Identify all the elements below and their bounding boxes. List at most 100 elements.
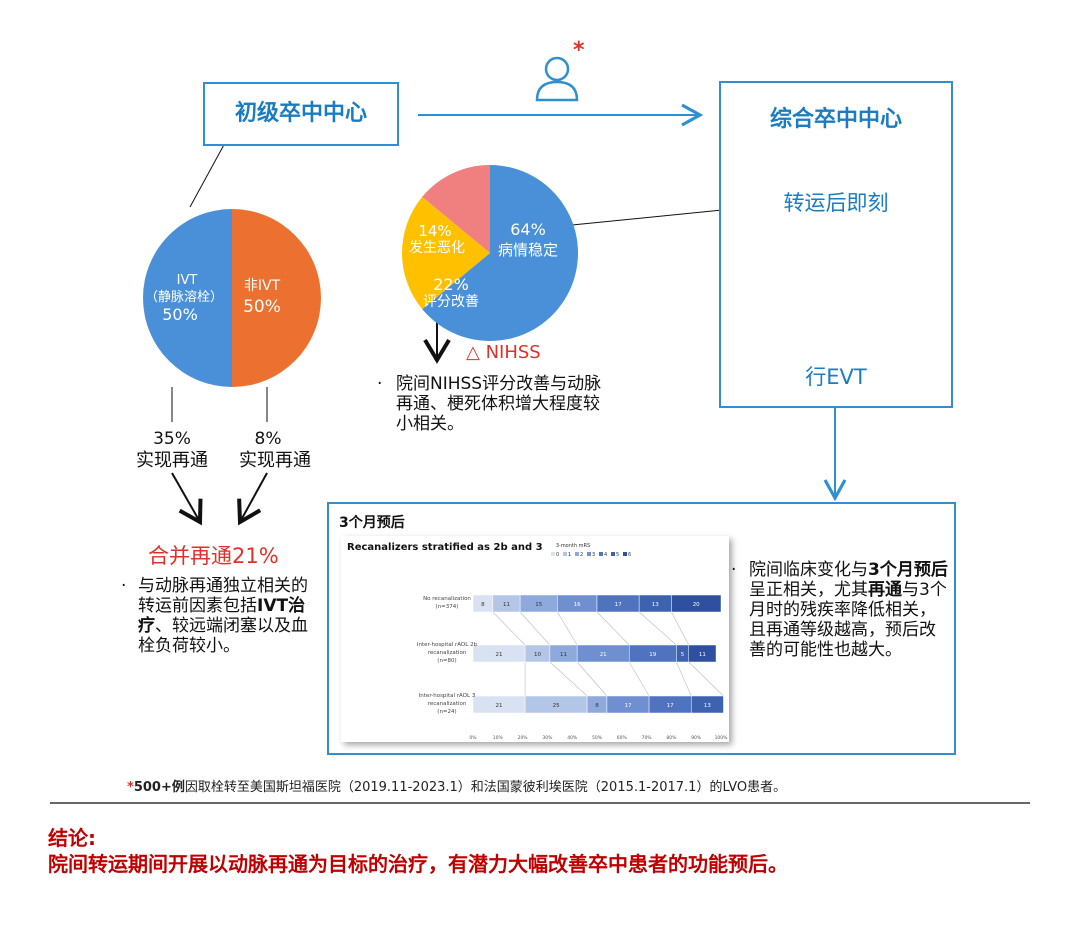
- bar-connector: [688, 661, 724, 697]
- conclusion-text: 院间转运期间开展以动脉再通为目标的治疗，有潜力大幅改善卒中患者的功能预后。: [48, 852, 788, 876]
- x-tick-label: 20%: [518, 735, 529, 741]
- non-ivt-pct: 50%: [243, 297, 281, 317]
- bar-connector: [549, 661, 588, 697]
- legend-label: 1: [568, 552, 571, 558]
- bar-value-label: 8: [481, 602, 485, 608]
- bar-connector: [676, 661, 692, 697]
- bar-segment: [690, 695, 724, 714]
- prognosis-title: 3个月预后: [339, 515, 405, 531]
- worse-pct: 14%: [418, 222, 451, 240]
- right-bullet-bold2: 再通: [868, 580, 902, 600]
- legend-label: 4: [604, 552, 607, 558]
- bar-value-label: 15: [535, 602, 542, 608]
- legend-label: 3: [592, 552, 595, 558]
- footnote-text: 因取栓转至美国斯坦福医院（2019.11-2023.1）和法国蒙彼利埃医院（20…: [184, 780, 787, 795]
- legend-label: 0: [556, 552, 559, 558]
- legend-swatch: [587, 552, 591, 556]
- bar-value-label: 21: [496, 652, 503, 658]
- bar-connector: [557, 611, 578, 646]
- x-tick-label: 70%: [642, 735, 653, 741]
- person-icon: [535, 56, 579, 102]
- footnote-star-marker: *: [573, 38, 585, 63]
- left-bullet-part1: 与动脉再通独立相关的转运前因素包括: [138, 576, 308, 616]
- improve-slice: [401, 196, 490, 310]
- bar-connector: [638, 611, 677, 646]
- bar-value-label: 8: [595, 703, 599, 709]
- legend-label: 2: [580, 552, 583, 558]
- x-tick-label: 40%: [567, 735, 578, 741]
- recan-right-label: 实现再通: [239, 450, 311, 471]
- right-bullet-p2: 呈正相关，尤其: [749, 580, 868, 600]
- comprehensive-center-title: 综合卒中中心: [769, 107, 902, 132]
- bar-connector: [519, 611, 551, 646]
- non-ivt-slice: [232, 209, 321, 387]
- legend-swatch: [551, 552, 555, 556]
- left-bullet-bold: IVT治疗: [138, 596, 306, 636]
- chart-panel: Recanalizers stratified as 2b and 3 3-mon…: [341, 536, 729, 742]
- bar-value-label: 17: [625, 703, 632, 709]
- stable-label: 病情稳定: [498, 241, 558, 259]
- prognosis-box: 3个月预后 Recanalizers stratified as 2b and …: [327, 502, 956, 755]
- right-bullet-p1: 院间临床变化与: [749, 560, 868, 580]
- stacked-bar-chart: Recanalizers stratified as 2b and 3 3-mon…: [347, 542, 729, 741]
- category-label: recanalization: [428, 701, 467, 707]
- primary-center-title: 初级卒中中心: [234, 101, 367, 126]
- recan-left-label: 实现再通: [136, 450, 208, 471]
- bar-value-label: 13: [652, 602, 659, 608]
- bar-value-label: 11: [699, 652, 706, 658]
- bar-value-label: 17: [615, 602, 622, 608]
- ivt-label: IVT: [177, 273, 198, 288]
- legend-label: 5: [616, 552, 619, 558]
- bar-connector: [492, 611, 526, 646]
- x-tick-label: 100%: [715, 735, 729, 741]
- legend-swatch: [575, 552, 579, 556]
- bar-value-label: 21: [496, 703, 503, 709]
- bar-value-label: 13: [704, 703, 711, 709]
- bar-segment: [671, 594, 722, 613]
- bar-value-label: 10: [534, 652, 541, 658]
- bar-value-label: 11: [503, 602, 510, 608]
- legend-swatch: [611, 552, 615, 556]
- ivt-pie-chart: IVT （静脉溶栓） 50% 非IVT 50%: [143, 209, 321, 387]
- legend-label: 6: [628, 552, 631, 558]
- footnote: *500+例因取栓转至美国斯坦福医院（2019.11-2023.1）和法国蒙彼利…: [127, 776, 786, 795]
- transfer-moment-label: 转运后即刻: [783, 191, 889, 215]
- bar-value-label: 5: [681, 652, 685, 658]
- bar-connector: [596, 611, 630, 646]
- recan-left-pct: 35%: [153, 429, 191, 449]
- ivt-sub-label: （静脉溶栓）: [145, 290, 223, 305]
- bar-connector: [628, 661, 650, 697]
- category-label: (n=24): [437, 709, 456, 715]
- category-label: (n=80): [437, 658, 456, 664]
- comprehensive-center-box: 综合卒中中心 转运后即刻 行EVT: [719, 81, 953, 408]
- right-merge-arrow: [237, 472, 268, 526]
- right-bullet-text: 院间临床变化与3个月预后呈正相关，尤其再通与3个月时的残疾率降低相关，且再通等级…: [749, 560, 949, 660]
- bar-value-label: 17: [667, 703, 674, 709]
- bar-value-label: 16: [574, 602, 581, 608]
- category-label: (n=374): [436, 604, 459, 610]
- recan-right-pct: 8%: [254, 429, 282, 449]
- x-tick-label: 0%: [469, 735, 477, 741]
- non-ivt-label: 非IVT: [244, 278, 281, 294]
- conclusion-label: 结论:: [48, 826, 96, 850]
- stable-pct: 64%: [510, 220, 546, 239]
- left-merge-arrow: [171, 472, 203, 526]
- left-bullet-text: 与动脉再通独立相关的转运前因素包括IVT治疗、较远端闭塞以及血栓负荷较小。: [138, 576, 313, 656]
- legend-swatch: [599, 552, 603, 556]
- mid-bullet-text: 院间NIHSS评分改善与动脉再通、梗死体积增大程度较小相关。: [396, 374, 602, 434]
- bar-value-label: 19: [649, 652, 656, 658]
- ivt-slice: [143, 209, 232, 387]
- left-bullet-dot: ·: [121, 576, 127, 596]
- category-label: recanalization: [428, 650, 467, 656]
- legend-swatch: [623, 552, 627, 556]
- improve-label: 评分改善: [423, 294, 479, 310]
- footnote-bold: 500+例: [133, 780, 185, 795]
- x-tick-label: 90%: [691, 735, 702, 741]
- evt-label: 行EVT: [805, 365, 867, 389]
- legend-title: 3-month mRS: [556, 543, 590, 549]
- category-label: Inter-hospital rAOL 3: [419, 693, 476, 699]
- right-bullet-dot: ·: [731, 560, 737, 580]
- chart-title: Recanalizers stratified as 2b and 3: [347, 542, 543, 553]
- bar-value-label: 21: [600, 652, 607, 658]
- ivt-pct: 50%: [162, 305, 198, 324]
